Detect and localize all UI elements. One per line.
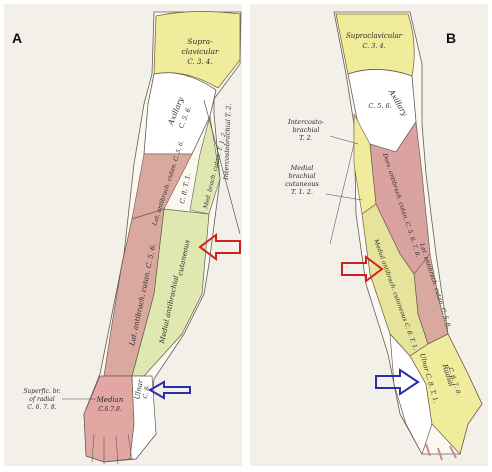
panel-a-label-superfic-2: of radial (29, 396, 55, 403)
panel-a-median-hand-region (84, 376, 134, 462)
panel-b-label-axillary-2: C. 5. 6. (368, 102, 391, 110)
panel-b-label-intercosto-3: T. 2. (299, 134, 313, 142)
panel-a-blue-arrow (150, 382, 190, 398)
panel-b: B Supraclavicular C. 3. 4. Axillary (250, 4, 488, 466)
panel-a-label-superfic-1: Superfic. br. (23, 388, 60, 395)
panel-b-label-medial-brach-2: brachial (288, 172, 315, 180)
panel-b-arm-figure: Supraclavicular C. 3. 4. Axillary C. 5. … (250, 4, 488, 466)
panel-b-label-supraclavicular-2: C. 3. 4. (362, 42, 385, 50)
panel-a-arm-figure: Supra- clavicular C. 3. 4. Axillary C. 5… (4, 4, 242, 466)
panel-b-label-intercosto-1: Intercosto- (287, 118, 324, 126)
panel-a-label-median-2: C.6.7.8. (98, 406, 122, 413)
panel-a: A Supra- clavicular C. 3. 4. Axillary C. (4, 4, 242, 466)
panel-b-label-medial-brach-4: T. 1. 2. (291, 188, 313, 196)
panel-a-label-superfic-3: C. 6. 7. 8. (27, 404, 56, 411)
panel-a-label-supraclavicular-3: C. 3. 4. (187, 58, 212, 66)
panel-b-label-supraclavicular-1: Supraclavicular (346, 32, 403, 40)
panel-a-label-median-1: Median (96, 396, 124, 404)
panel-b-label-medial-brach-1: Medial (290, 164, 314, 172)
panel-b-label-intercosto-2: brachial (292, 126, 319, 134)
panel-a-label-supraclavicular-2: clavicular (181, 47, 219, 56)
panel-b-side-line (330, 144, 354, 244)
panel-b-label-medial-brach-3: cutaneous (285, 180, 319, 188)
panel-a-label-supraclavicular-1: Supra- (187, 37, 213, 46)
